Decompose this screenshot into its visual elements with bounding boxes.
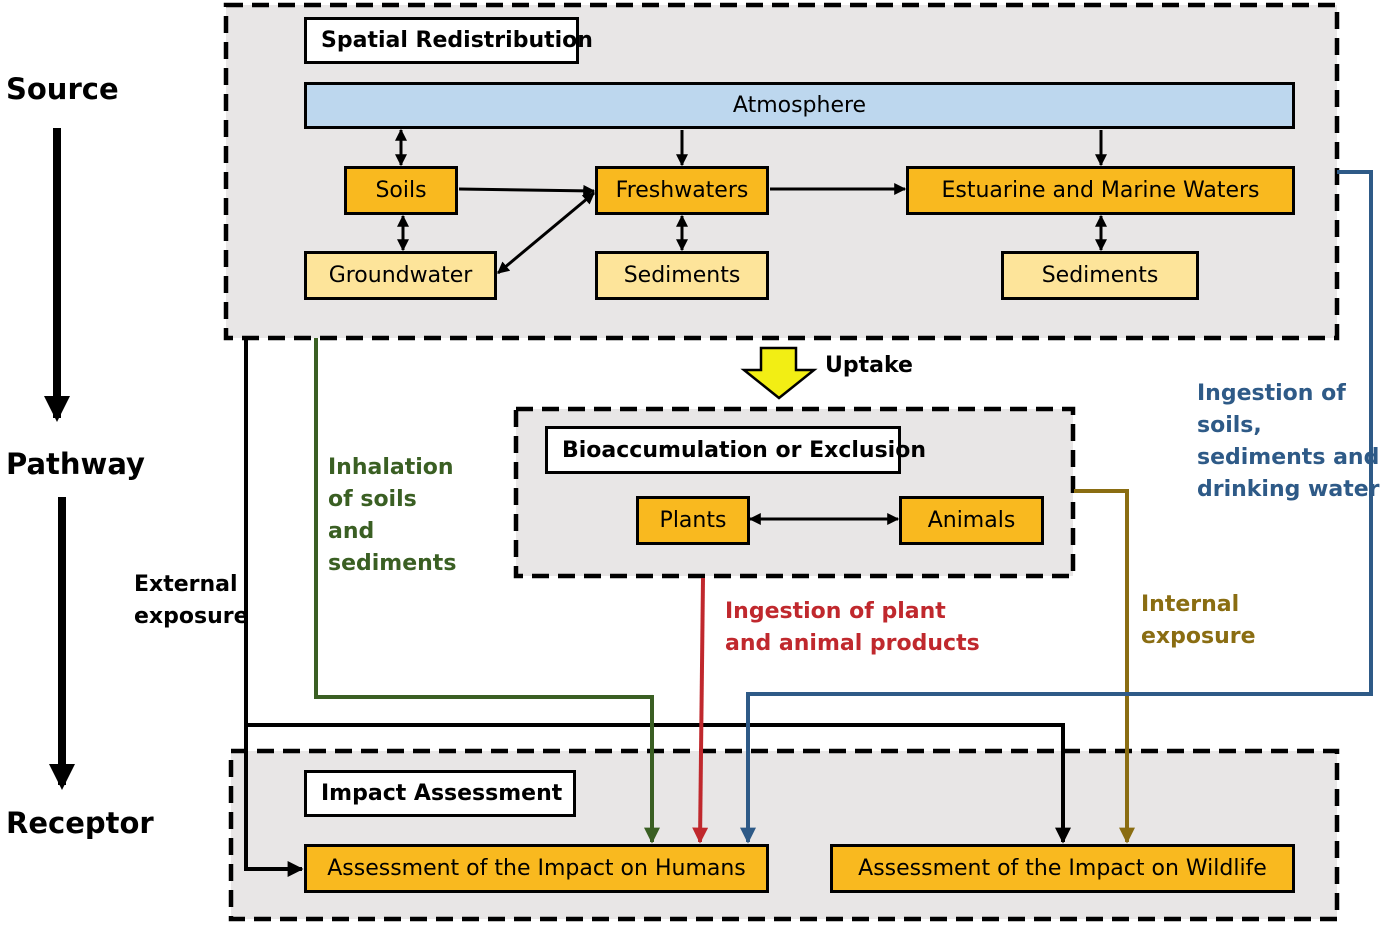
sediments-fresh-box: Sediments <box>595 251 769 300</box>
ingestion-water-path <box>740 170 1373 844</box>
spatial-title: Spatial Redistribution <box>304 17 593 64</box>
animals-box: Animals <box>899 496 1044 545</box>
external-exposure-label: External exposure <box>134 572 249 629</box>
humans-impact-box: Assessment of the Impact on Humans <box>304 844 769 893</box>
freshwaters-box: Freshwaters <box>595 166 769 215</box>
uptake-label: Uptake <box>825 353 913 378</box>
bio-title: Bioaccumulation or Exclusion <box>545 426 926 474</box>
estuarine-box: Estuarine and Marine Waters <box>906 166 1295 215</box>
atmosphere-box: Atmosphere <box>304 82 1295 129</box>
internal-exposure-label: Internal exposure <box>1141 592 1256 649</box>
ingestion-products-label: Ingestion of plant and animal products <box>725 599 980 656</box>
inhalation-label: Inhalation of soils and sediments <box>328 455 457 576</box>
internal-exposure-path <box>1074 489 1135 844</box>
sediments-marine-box: Sediments <box>1001 251 1199 300</box>
receptor-label: Receptor <box>6 806 154 840</box>
ingestion-products-path <box>692 577 709 844</box>
source-label: Source <box>6 72 119 106</box>
wildlife-impact-box: Assessment of the Impact on Wildlife <box>830 844 1295 893</box>
uptake-arrow <box>740 346 818 400</box>
freshwaters-groundwater-arrow <box>497 191 595 275</box>
groundwater-box: Groundwater <box>304 251 497 300</box>
pathway-label: Pathway <box>6 447 145 481</box>
soils-freshwaters-arrow <box>458 184 596 197</box>
plants-box: Plants <box>636 496 750 545</box>
impact-title: Impact Assessment <box>304 770 576 817</box>
ingestion-water-label: Ingestion of soils, sediments and drinki… <box>1197 381 1380 502</box>
inhalation-path <box>314 338 660 844</box>
external-exposure-wildlife-path <box>246 723 1071 844</box>
external-exposure-path <box>244 338 304 877</box>
soils-box: Soils <box>344 166 458 215</box>
